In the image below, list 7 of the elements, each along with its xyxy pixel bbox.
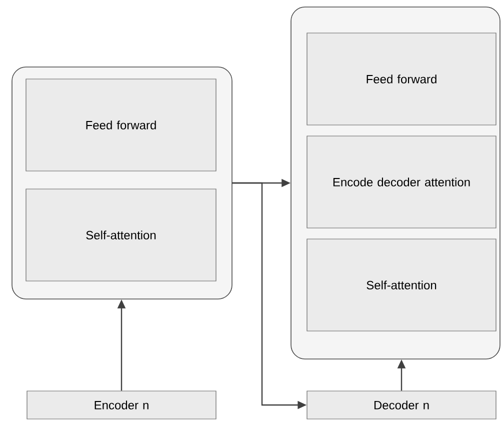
layer-box: Feed forward	[306, 32, 496, 126]
input-box: Encoder n	[26, 390, 216, 420]
input-box: Decoder n	[306, 390, 496, 420]
layer-box: Self-attention	[26, 188, 216, 282]
layer-box: Encode decoder attention	[306, 136, 496, 228]
layer-box: Feed forward	[26, 78, 216, 172]
layer-box: Self-attention	[306, 238, 496, 332]
